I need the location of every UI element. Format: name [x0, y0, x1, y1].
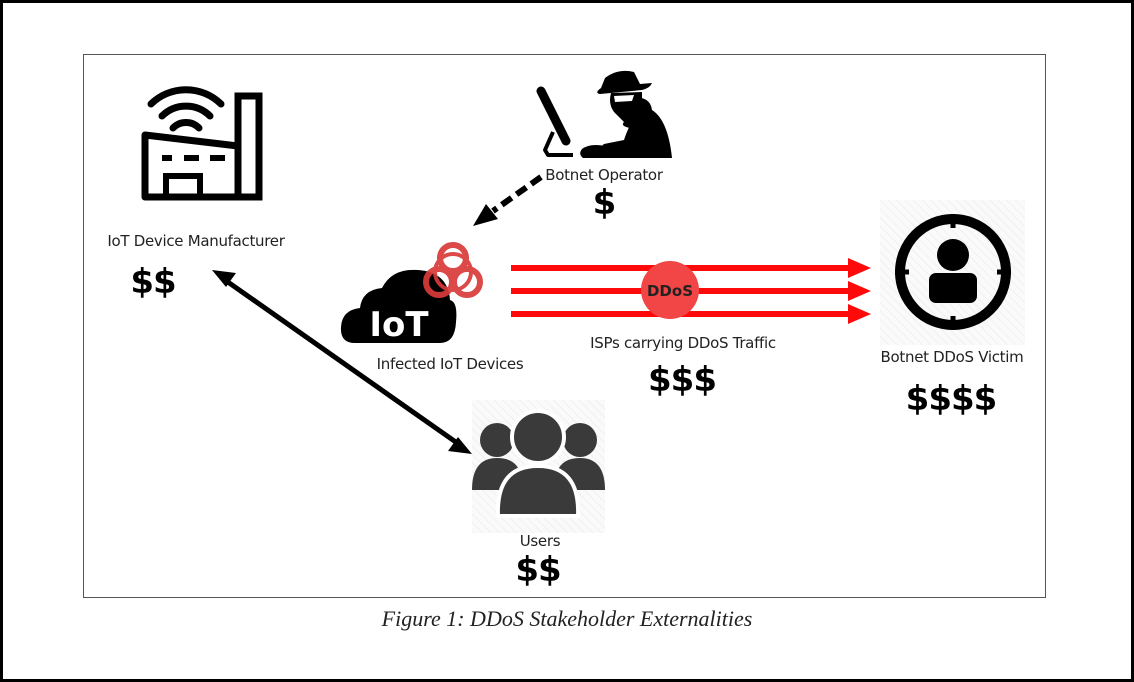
users-cost: $$ [515, 550, 561, 590]
ddos-traffic-arrows: DDoS [511, 258, 871, 324]
figure-caption: Figure 1: DDoS Stakeholder Externalities [381, 606, 753, 631]
operator-to-devices-arrow [473, 174, 543, 226]
factory-wifi-icon [141, 86, 263, 201]
operator-cost: $ [592, 183, 617, 223]
ddos-badge [641, 261, 699, 319]
biohazard-icon [423, 242, 483, 298]
manufacturer-cost: $$ [130, 262, 176, 302]
victim-label: Botnet DDoS Victim [880, 348, 1024, 366]
users-group-icon [472, 400, 605, 533]
ddos-badge-text: DDoS [647, 282, 693, 300]
infected-devices-label: Infected IoT Devices [376, 355, 524, 373]
victim-cost: $$$$ [905, 379, 998, 419]
manufacturer-users-arrow [212, 270, 472, 454]
operator-label: Botnet Operator [545, 166, 663, 184]
iot-cloud-text: IoT [369, 305, 429, 345]
target-user-icon [880, 200, 1025, 345]
isps-label: ISPs carrying DDoS Traffic [590, 334, 776, 352]
hacker-computer-icon [536, 70, 672, 158]
manufacturer-label: IoT Device Manufacturer [107, 232, 285, 250]
users-label: Users [519, 532, 561, 550]
isps-cost: $$$ [648, 360, 717, 400]
